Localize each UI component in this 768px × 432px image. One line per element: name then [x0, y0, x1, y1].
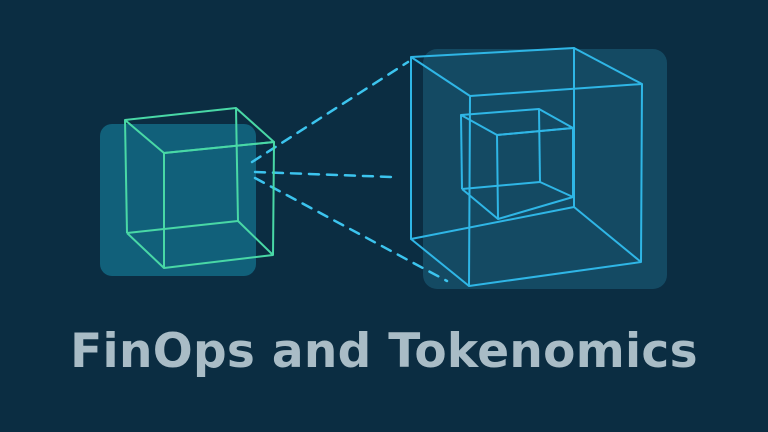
nested-wireframe-cube-icon	[460, 108, 574, 220]
small-wireframe-cube-icon	[124, 107, 275, 269]
page-title: FinOps and Tokenomics	[70, 324, 698, 379]
large-cube-backdrop	[423, 49, 667, 289]
small-cube-backdrop	[100, 124, 256, 276]
projection-dashed-lines-icon	[250, 60, 449, 283]
large-wireframe-cube-icon	[410, 47, 643, 287]
